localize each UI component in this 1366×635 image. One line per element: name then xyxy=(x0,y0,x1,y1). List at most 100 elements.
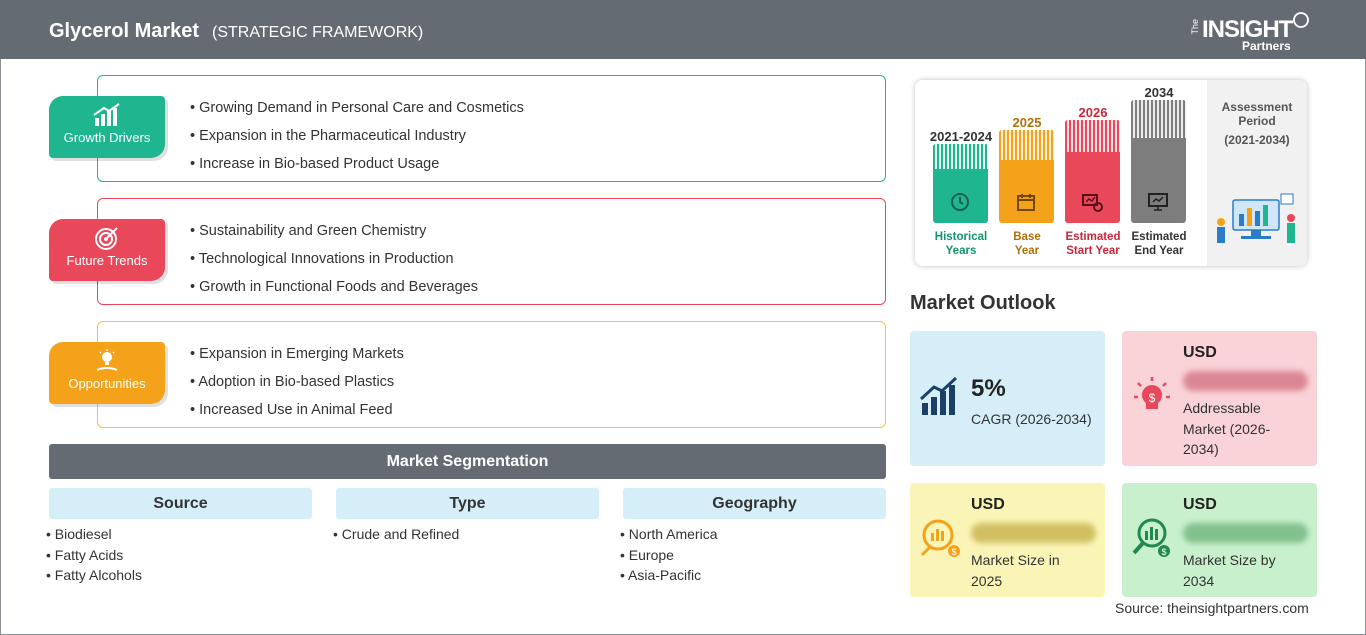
opportunities-list: Expansion in Emerging Markets Adoption i… xyxy=(190,340,404,424)
future-trends-list: Sustainability and Green Chemistry Techn… xyxy=(190,217,478,301)
calendar-icon xyxy=(1017,194,1035,211)
blurred-value xyxy=(971,523,1096,543)
label-line1: Estimated xyxy=(1131,231,1187,243)
segment-geography-header: Geography xyxy=(623,488,886,519)
label-line1: Historical xyxy=(934,231,988,243)
list-item: Sustainability and Green Chemistry xyxy=(190,217,478,245)
start-chart-icon xyxy=(1082,194,1103,212)
analytics-people-icon xyxy=(1217,193,1295,243)
lightbulb-hand-icon xyxy=(96,349,118,371)
market-outlook-title: Market Outlook xyxy=(910,292,1056,314)
list-item: Europe xyxy=(620,545,718,566)
dollar-lightbulb-icon: $ xyxy=(1134,377,1170,409)
history-clock-icon xyxy=(951,193,969,211)
opportunities-label: Opportunities xyxy=(68,376,146,391)
svg-text:$: $ xyxy=(1161,547,1166,557)
timeline-bar-historical xyxy=(933,144,988,223)
insight-partners-logo[interactable]: The INSIGHT Partners xyxy=(1190,9,1310,53)
list-item: North America xyxy=(620,524,718,545)
list-item: Increase in Bio-based Product Usage xyxy=(190,150,524,178)
bar-stripes xyxy=(1131,100,1186,138)
bar-stripes xyxy=(999,130,1054,160)
addressable-market-card: USD $ Addressable Market (2026- 2034) xyxy=(1122,331,1317,466)
growth-drivers-list: Growing Demand in Personal Care and Cosm… xyxy=(190,94,524,178)
market-segmentation-header: Market Segmentation xyxy=(49,444,886,479)
size-2034-label: Market Size by 2034 xyxy=(1183,550,1311,591)
money-chart-icon: $ xyxy=(920,519,960,557)
assessment-title-line1: Assessment xyxy=(1221,100,1293,114)
list-item: Fatty Alcohols xyxy=(46,565,142,586)
label-line2: End Year xyxy=(1134,245,1184,257)
bar-chart-growth-icon xyxy=(93,103,120,126)
assessment-title-line2: Period xyxy=(1238,114,1276,128)
timeline-label-end: Estimated End Year xyxy=(1121,230,1197,258)
presentation-board-icon xyxy=(1148,193,1168,211)
label-line2: 2025 xyxy=(971,572,1003,589)
size-2034-currency: USD xyxy=(1183,496,1217,513)
future-trends-badge: Future Trends xyxy=(49,219,165,281)
growth-drivers-label: Growth Drivers xyxy=(63,130,151,145)
logo-partners: Partners xyxy=(1242,39,1291,53)
source-citation[interactable]: Source: theinsightpartners.com xyxy=(1115,600,1309,616)
future-trends-box: Sustainability and Green Chemistry Techn… xyxy=(97,198,886,305)
size-2025-label: Market Size in 2025 xyxy=(971,550,1099,591)
label-line1: Market Size in xyxy=(971,552,1060,568)
market-size-2025-card: USD $ Market Size in 2025 xyxy=(910,483,1105,597)
label-line2: Market (2026- xyxy=(1183,420,1271,437)
timeline-label-historical: Historical Years xyxy=(923,230,999,258)
list-item: Fatty Acids xyxy=(46,545,142,566)
segment-type-header: Type xyxy=(336,488,599,519)
list-item: Adoption in Bio-based Plastics xyxy=(190,368,404,396)
blurred-value xyxy=(1183,371,1308,391)
timeline-label-base: Base Year xyxy=(989,230,1065,258)
assessment-period: (2021-2034) xyxy=(1224,133,1290,147)
list-item: Expansion in the Pharmaceutical Industry xyxy=(190,122,524,150)
opportunities-box: Expansion in Emerging Markets Adoption i… xyxy=(97,321,886,428)
segment-type-list: Crude and Refined xyxy=(333,524,460,545)
list-item: Asia-Pacific xyxy=(620,565,718,586)
list-item: Growth in Functional Foods and Beverages xyxy=(190,273,478,301)
svg-text:$: $ xyxy=(1149,391,1156,405)
cagr-value: 5% xyxy=(971,375,1006,402)
size-2025-currency: USD xyxy=(971,496,1005,513)
opportunities-badge: Opportunities xyxy=(49,342,165,404)
page-title: Glycerol Market xyxy=(49,20,200,42)
timeline-year-end: 2034 xyxy=(1144,85,1174,100)
segment-source-list: Biodiesel Fatty Acids Fatty Alcohols xyxy=(46,524,142,586)
segment-source-header: Source xyxy=(49,488,312,519)
label-line3: 2034) xyxy=(1183,441,1219,457)
label-line2: 2034 xyxy=(1183,572,1215,589)
label-line2: Years xyxy=(945,245,977,257)
magnifier-chart-icon: $ xyxy=(1132,518,1170,557)
page-subtitle: (STRATEGIC FRAMEWORK) xyxy=(212,24,424,41)
svg-text:$: $ xyxy=(951,547,956,557)
label-line2: Start Year xyxy=(1066,245,1120,257)
cagr-card: 5% CAGR (2026-2034) xyxy=(910,331,1105,466)
timeline-bar-end xyxy=(1131,100,1186,223)
label-line1: Estimated xyxy=(1065,231,1121,243)
timeline-year-start: 2026 xyxy=(1078,105,1108,120)
label-line1: Market Size by xyxy=(1183,552,1276,568)
blurred-value xyxy=(1183,523,1308,543)
assessment-period-panel: Assessment Period (2021-2034) xyxy=(1207,80,1307,266)
future-trends-label: Future Trends xyxy=(66,253,148,268)
label-line2: Year xyxy=(1014,245,1040,257)
logo-lens-icon xyxy=(1293,12,1309,28)
assessment-title: Assessment Period xyxy=(1207,100,1307,128)
timeline-label-start: Estimated Start Year xyxy=(1055,230,1131,258)
list-item: Expansion in Emerging Markets xyxy=(190,340,404,368)
growth-drivers-box: Growing Demand in Personal Care and Cosm… xyxy=(97,75,886,182)
list-item: Increased Use in Animal Feed xyxy=(190,396,404,424)
addressable-label: Addressable Market (2026- 2034) xyxy=(1183,398,1311,460)
market-size-2034-card: USD $ Market Size by 2034 xyxy=(1122,483,1317,597)
list-item: Technological Innovations in Production xyxy=(190,245,478,273)
timeline-year-historical: 2021-2024 xyxy=(929,129,993,144)
target-icon xyxy=(95,227,118,250)
growth-chart-icon xyxy=(919,376,958,415)
logo-the: The xyxy=(1190,19,1200,35)
timeline-bar-base xyxy=(999,130,1054,223)
label-line1: Base xyxy=(1013,231,1041,243)
label-line1: Addressable xyxy=(1183,400,1261,416)
list-item: Growing Demand in Personal Care and Cosm… xyxy=(190,94,524,122)
list-item: Biodiesel xyxy=(46,524,142,545)
